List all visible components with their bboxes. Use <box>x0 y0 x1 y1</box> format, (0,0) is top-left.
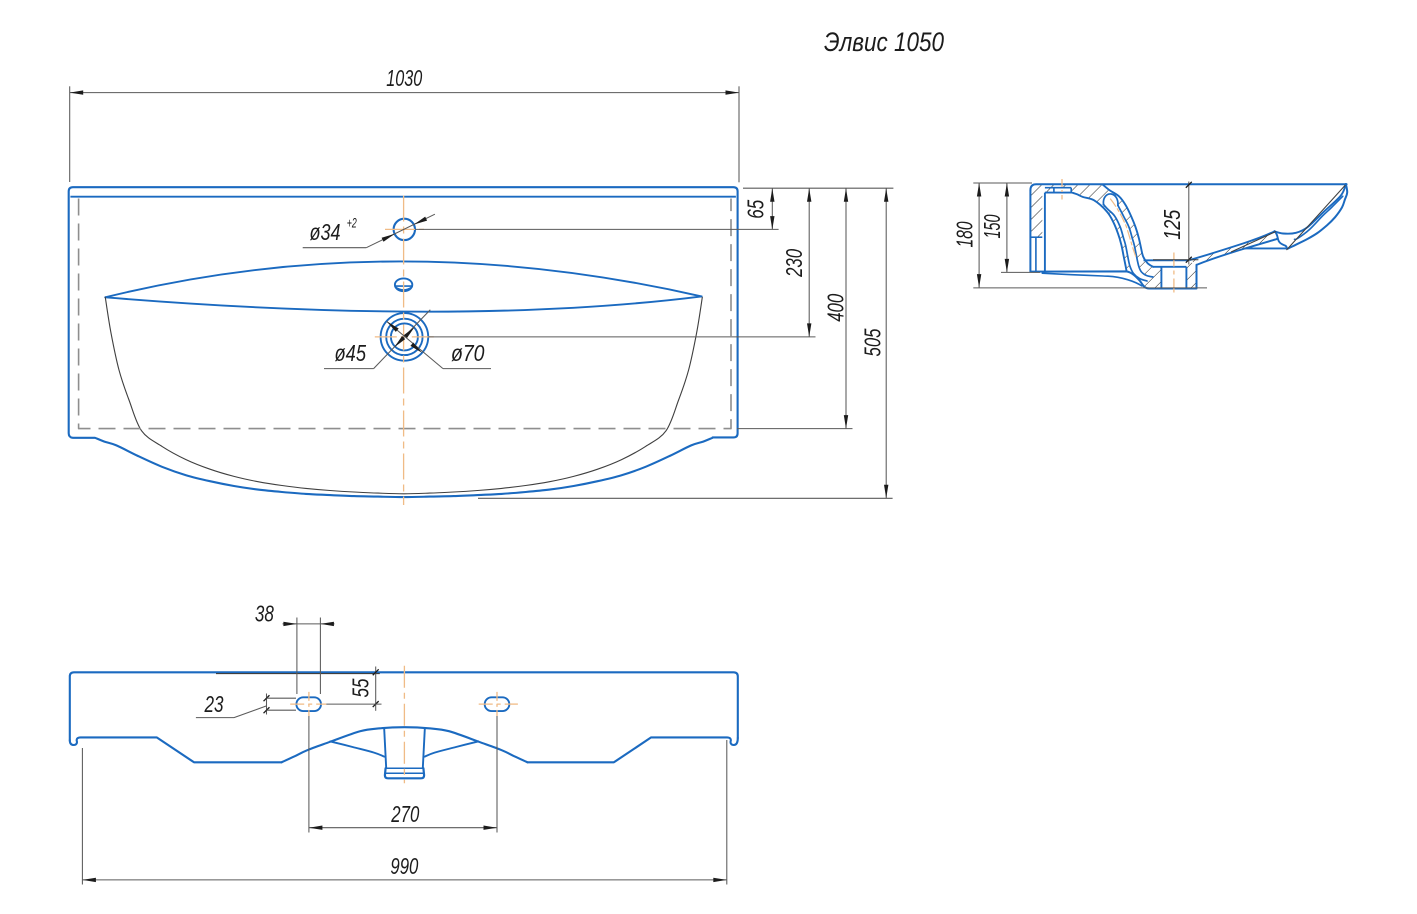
svg-text:65: 65 <box>743 199 769 219</box>
svg-text:150: 150 <box>979 215 1005 239</box>
svg-text:125: 125 <box>1159 209 1185 240</box>
svg-text:990: 990 <box>390 853 418 879</box>
svg-text:ø34: ø34 <box>310 219 341 245</box>
svg-text:ø70: ø70 <box>451 340 485 366</box>
svg-text:23: 23 <box>204 691 224 717</box>
svg-text:505: 505 <box>860 328 886 357</box>
svg-text:400: 400 <box>823 294 849 322</box>
svg-text:1030: 1030 <box>386 65 422 91</box>
svg-text:180: 180 <box>952 222 978 248</box>
svg-text:Элвис 1050: Элвис 1050 <box>824 27 944 57</box>
svg-text:ø45: ø45 <box>335 340 367 366</box>
svg-text:55: 55 <box>348 678 374 698</box>
svg-text:270: 270 <box>391 801 420 827</box>
svg-text:230: 230 <box>781 249 807 278</box>
svg-text:38: 38 <box>255 600 274 626</box>
svg-text:+2: +2 <box>347 216 357 231</box>
